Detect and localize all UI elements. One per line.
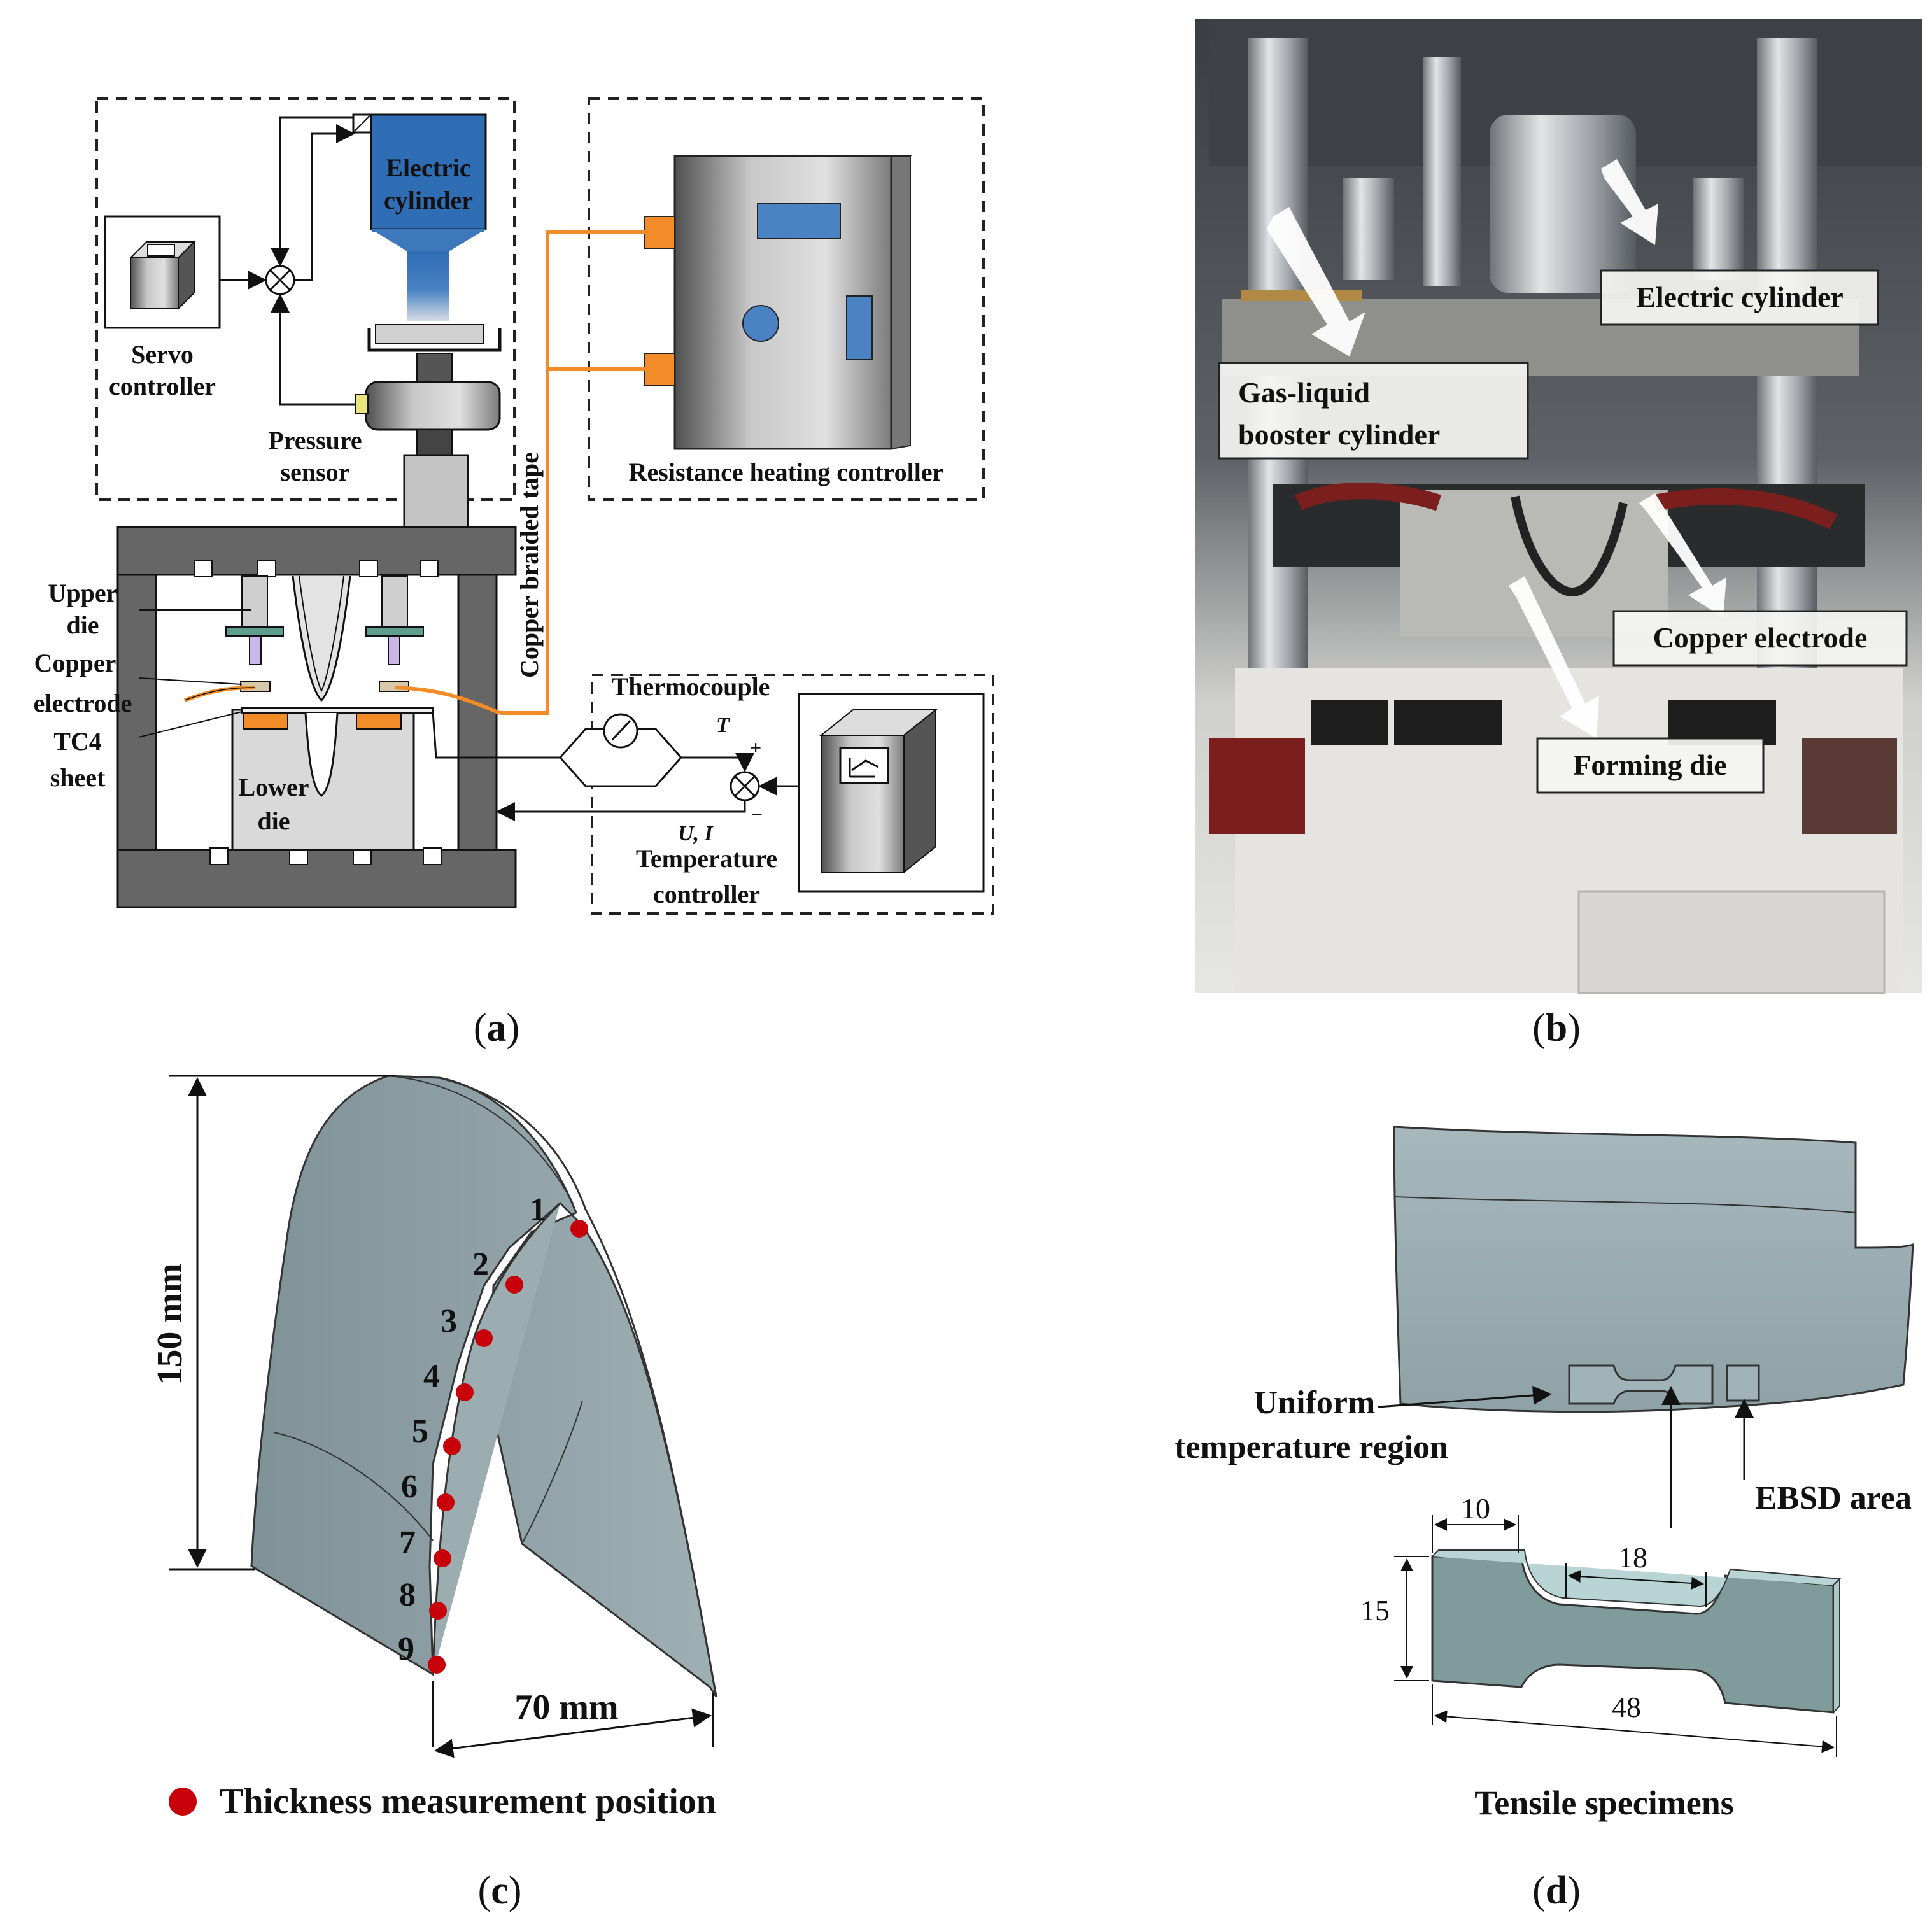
measurement-point-2 xyxy=(505,1276,523,1294)
symbol-t: T xyxy=(716,714,730,737)
photo-copper-electrode-label: Copper electrode xyxy=(1653,621,1868,654)
copper-braided-tape-line xyxy=(500,230,645,715)
servo-group-box xyxy=(95,97,516,501)
tc4-sheet xyxy=(241,707,434,714)
copper-braided-tape-label: Copper braided tape xyxy=(515,452,544,678)
ebsd-area-marker xyxy=(1726,1364,1760,1402)
upper-die xyxy=(241,575,268,628)
point-label-7: 7 xyxy=(399,1525,416,1561)
point-label-8: 8 xyxy=(399,1577,416,1613)
point-label-4: 4 xyxy=(423,1358,440,1394)
width-dimension: 70 mm xyxy=(514,1688,618,1727)
symbol-ui: U, I xyxy=(678,822,714,845)
photo-electric-cylinder-label: Electric cylinder xyxy=(1636,281,1844,313)
minus-sign: − xyxy=(751,803,763,826)
formed-sheet xyxy=(1393,1126,1914,1413)
dimension-18: 18 xyxy=(1618,1541,1647,1574)
point-label-9: 9 xyxy=(398,1631,414,1667)
legend-marker xyxy=(169,1788,197,1816)
pressure-sensor-block xyxy=(365,381,501,431)
press-top-beam xyxy=(116,526,517,576)
ebsd-area-label: EBSD area xyxy=(1755,1480,1912,1516)
heating-group-box xyxy=(588,97,985,501)
temperature-group-box xyxy=(591,674,994,915)
point-label-2: 2 xyxy=(472,1246,489,1283)
measurement-point-3 xyxy=(475,1329,493,1347)
caption-b: (b) xyxy=(1532,1006,1581,1050)
temperature-controller-icon xyxy=(798,693,985,893)
caption-c: (c) xyxy=(478,1869,522,1912)
point-label-6: 6 xyxy=(401,1469,418,1505)
measurement-point-4 xyxy=(456,1383,474,1401)
press-base xyxy=(116,849,517,908)
measurement-point-8 xyxy=(429,1602,447,1620)
point-label-3: 3 xyxy=(441,1303,457,1339)
point-label-1: 1 xyxy=(530,1192,546,1228)
tensile-specimens-label: Tensile specimens xyxy=(1474,1784,1734,1822)
dimension-10: 10 xyxy=(1461,1492,1490,1525)
photo-forming-die-label: Forming die xyxy=(1573,749,1726,781)
dimension-15: 15 xyxy=(1360,1594,1390,1627)
legend-label: Thickness measurement position xyxy=(220,1782,716,1821)
plus-sign: + xyxy=(750,736,761,759)
measurement-point-9 xyxy=(428,1656,446,1674)
dimension-48: 48 xyxy=(1612,1691,1641,1723)
height-dimension: 150 mm xyxy=(150,1263,190,1385)
thermocouple-label: Thermocouple xyxy=(612,672,770,701)
measurement-point-1 xyxy=(570,1220,588,1238)
caption-a: (a) xyxy=(474,1006,519,1050)
measurement-point-5 xyxy=(443,1437,461,1455)
resistance-heating-controller-label: Resistance heating controller xyxy=(629,458,944,486)
resistance-heating-controller-icon xyxy=(644,155,912,450)
panel-c: 150 mm 70 mm 1 2 3 4 5 6 7 8 9 xyxy=(150,1075,717,1821)
point-label-5: 5 xyxy=(412,1413,428,1450)
electric-cylinder xyxy=(370,113,487,230)
measurement-point-7 xyxy=(434,1549,451,1567)
formed-part xyxy=(250,1075,717,1697)
caption-d: (d) xyxy=(1532,1869,1581,1912)
servo-controller-icon xyxy=(104,215,221,329)
measurement-point-6 xyxy=(437,1493,455,1511)
